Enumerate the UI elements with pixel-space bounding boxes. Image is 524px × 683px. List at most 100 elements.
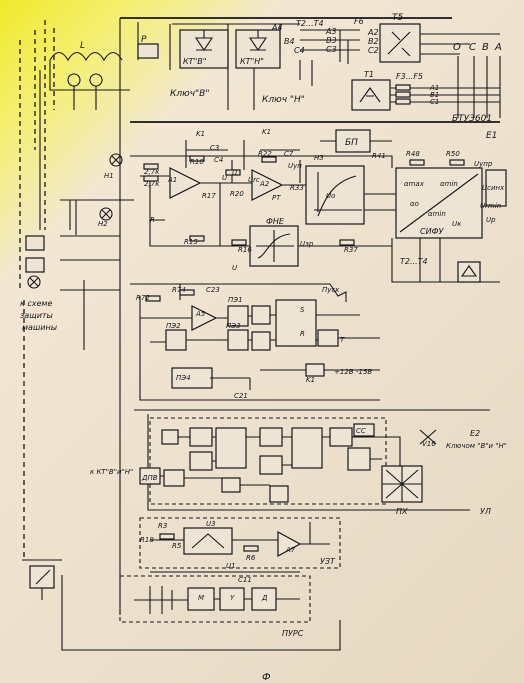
f3-f5-label: F3...F5 [396,72,423,81]
signal-label: S [300,306,305,314]
yl-label: УЛ [480,507,491,516]
component-label: U3 [206,520,216,528]
uzt-label: УЗТ [320,557,336,566]
component-label: C21 [234,392,248,400]
component-label: C4 [214,156,223,164]
component-label: 2,7к [144,168,160,176]
k1-relay [305,363,325,377]
component-label: PT [272,194,281,202]
component-label: V16 [422,440,436,448]
component-label: ПЭ1 [228,296,243,304]
signal-label: Uр [486,216,496,224]
component-label: K1 [306,376,315,384]
t5-label: T5 [392,13,403,23]
component-label: K1 [196,130,205,138]
component-label: A2 [259,180,270,188]
component-label: +12B [334,368,354,376]
component-label: C11 [238,576,252,584]
component-label: Y [230,594,235,602]
and-gate-2 [317,329,339,347]
terminal-c2: C2 [368,46,379,55]
component-label: R50 [446,150,460,158]
signal-label: αmin [440,180,458,188]
key-v-label: Ключ"В" [170,89,210,99]
component-label: R18 [140,536,154,544]
signal-label: Uуп [288,162,302,170]
component-label: ПЭ2 [166,322,181,330]
component-label: T [340,336,345,344]
to-kt-label: к КТ"В"и"Н" [90,468,133,476]
uzt-section: УЗТ [139,517,341,573]
fne-label: ФНЕ [266,217,285,226]
u3-block [183,527,233,555]
control-section: БП СИФУ ФНЕ [60,129,507,283]
t1-transformer [351,79,391,111]
terminal-t2-t4: T2...T4 [296,19,324,28]
component-label: A7 [285,546,296,554]
component-label: R22 [258,150,272,158]
signal-label: Uк [452,220,462,228]
opamp-a2 [251,169,284,201]
px-label: ПХ [396,507,408,516]
cc-label: СС [356,427,366,435]
component-label: R16 [238,246,252,254]
component-label: H2 [98,220,108,228]
px-section: ДПВ ПХ УЛ СС E2 к КТ"В"и"Н" Ключом "В"и … [90,409,507,516]
st-flipflop-1 [275,299,317,347]
e1-label: E1 [486,131,497,141]
component-label: A5 [195,310,206,318]
terminal-a1: A1 [429,84,439,92]
st-flipflop-3 [291,427,323,469]
terminal-f6: F6 [354,17,364,26]
signal-label: Uупр [474,160,493,168]
thyristor-n-icon [248,30,268,51]
t5-transformer [379,23,421,63]
component-label: C23 [206,286,220,294]
signal-label: Uзр [300,240,314,248]
bus-a: A [494,42,502,53]
signal-label: U [232,169,237,177]
motor-terminal-1 [67,73,81,87]
motor-terminal-2 [89,73,103,87]
component-label: -15B [356,368,372,376]
terminal-c1: C1 [430,98,439,106]
component-label: R33 [290,184,304,192]
component-label: H3 [314,154,324,162]
and-gate-3 [251,331,271,351]
transformer-icon [387,31,411,57]
component-label: R48 [406,150,420,158]
kt-v-label: КТ"В" [183,57,206,66]
opamp-a7 [277,530,302,558]
component-label: R41 [372,152,386,160]
left-switch-box [29,565,55,589]
power-section: КТ"В" КТ"Н" A4 T2...T4 B4 C4 A3 B3 C3 F6… [19,13,502,615]
figure-letter: Ф [262,672,271,683]
key-n-label: Ключ "Н" [262,95,305,105]
component-label: R20 [230,190,244,198]
opamp-a1 [169,167,202,199]
component-label: R [150,216,155,224]
key-vn-label: Ключом "В"и "Н" [446,442,507,450]
bus-c: C [469,42,476,53]
btu-label: БТУ3601 [452,114,492,124]
component-label: R6 [246,554,256,562]
component-label: U1 [226,562,236,570]
component-label: R5 [172,542,182,550]
component-label: U [222,174,227,182]
e2-label: E2 [470,429,480,438]
h3-block [305,165,365,225]
component-label: K1 [262,128,271,136]
left-note-1: к схеме [20,299,52,308]
signal-label: Uсинх [482,184,505,192]
bus-v: B [482,42,489,53]
terminal-a3: A3 [325,27,337,36]
kt-n-label: КТ"Н" [240,57,264,66]
st-flipflop-2 [215,427,247,469]
signal-label: Urc [248,176,260,184]
component-label: 2,7к [144,180,160,188]
component-label: R15 [184,238,198,246]
pe2-block [165,329,187,351]
